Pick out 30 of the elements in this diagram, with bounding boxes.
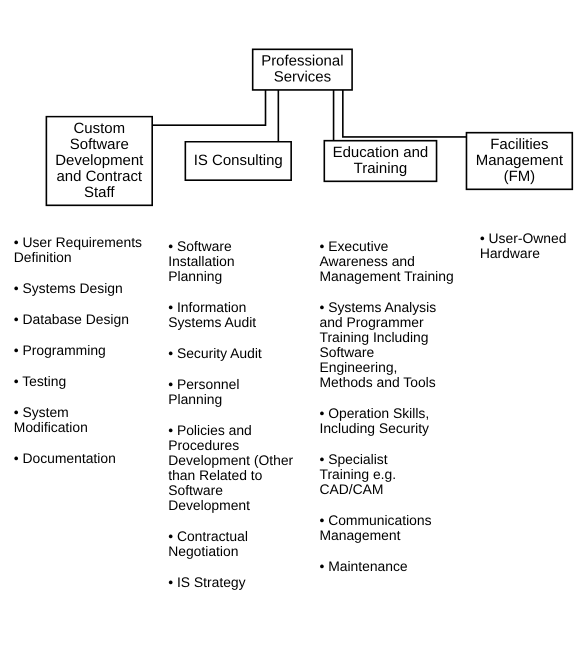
node-label: • Software Installation Planning — [168, 238, 235, 284]
node-label: • User Requirements Definition — [14, 234, 142, 265]
node-label: • Communications Management — [319, 512, 432, 543]
node-box: Facilities Management (FM) — [466, 132, 574, 190]
node-box: Education and Training — [324, 140, 438, 182]
node-label: • Security Audit — [168, 345, 262, 362]
node-box: Professional Services — [252, 48, 353, 91]
node-label: • Database Design — [14, 310, 129, 327]
connector — [278, 90, 280, 142]
connector — [332, 90, 334, 141]
node-label: • Information Systems Audit — [168, 299, 256, 330]
node-box: IS Consulting — [184, 140, 292, 182]
node-label: • Personnel Planning — [168, 376, 240, 408]
node-label: • Policies and Procedures Development (Other than Related to Software Development — [168, 422, 294, 513]
node-box: Custom Software Development and Contract Staff — [46, 116, 153, 206]
node-label: • Programming — [14, 342, 106, 358]
node-label: • Systems Analysis and Programmer Training Including Software Engineering, Methods and Tools — [319, 299, 436, 390]
node-label: • Executive Awareness and Management Training — [319, 238, 454, 284]
node-label: • User-Owned Hardware — [480, 230, 566, 262]
node-label: • Specialist Training e.g. CAD/CAM — [319, 450, 396, 497]
connector — [342, 90, 466, 138]
node-label: • Systems Design — [14, 280, 123, 296]
node-label: • Testing — [14, 372, 66, 389]
node-label: • Operation Skills, Including Security — [319, 404, 430, 436]
connector — [152, 90, 266, 126]
node-label: • Documentation — [14, 450, 116, 466]
node-label: • Contractual Negotiation — [168, 528, 248, 559]
node-label: • Maintenance — [319, 558, 408, 574]
node-label: • System Modification — [14, 404, 88, 435]
node-label: • IS Strategy — [168, 574, 246, 590]
